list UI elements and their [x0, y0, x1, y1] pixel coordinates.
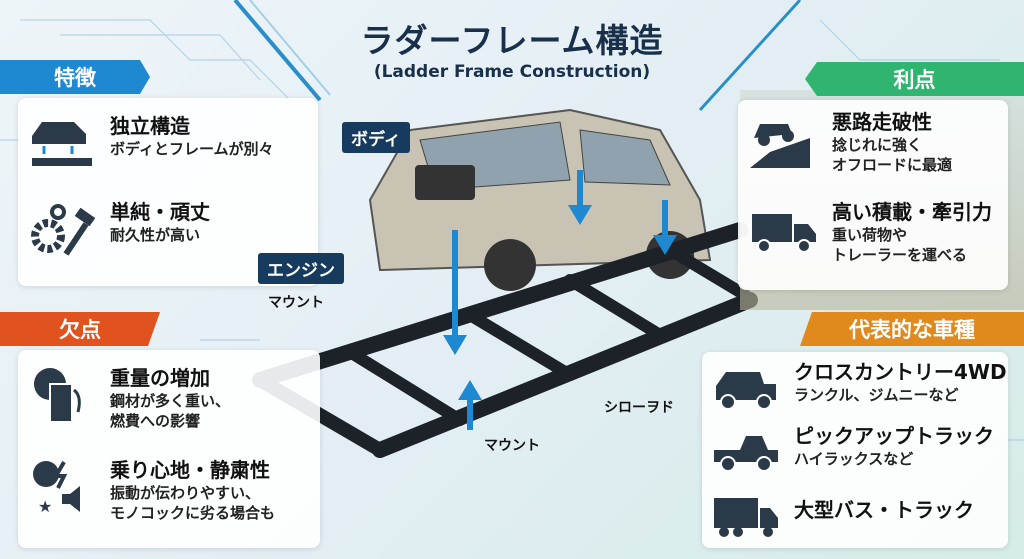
label-mount-front: マウント: [268, 295, 324, 311]
drawback-item: 重量の増加鋼材が多く重い、燃費への影響: [28, 366, 230, 431]
vehicle-item: クロスカントリー4WD ランクル、ジムニーなど: [712, 360, 1007, 418]
item-desc: 耐久性が高い: [110, 226, 201, 244]
advantage-item: 悪路走破性捻じれに強くオフロードに最適: [750, 110, 952, 175]
label-side-rail: シローヲド: [604, 400, 674, 416]
vehicle-item: ピックアップトラックハイラックスなど: [712, 424, 994, 482]
item-desc: モノコックに劣る場合も: [110, 504, 276, 522]
item-title: ピックアップトラック: [794, 424, 994, 448]
feature-item: 単純・頑丈耐久性が高い: [28, 200, 210, 258]
item-title: 大型バス・トラック: [794, 498, 974, 522]
gear-hammer-icon: [31, 204, 96, 256]
suv-body: [368, 108, 712, 291]
label-engine: エンジン: [258, 253, 344, 284]
item-title: 重量の増加: [110, 366, 210, 390]
item-desc: ハイラックスなど: [794, 450, 914, 468]
drawbacks-panel: 重量の増加鋼材が多く重い、燃費への影響 ★ 乗り心地・静粛性振動が伝わりやすい、…: [18, 350, 320, 548]
item-desc: オフロードに最適: [832, 156, 953, 174]
item-desc: 振動が伝わりやすい、: [110, 484, 261, 502]
vehicles-banner: 代表的な車種: [800, 312, 1024, 346]
suv-icon: [716, 372, 776, 410]
item-title: 乗り心地・静粛性: [110, 458, 270, 482]
features-panel: 独立構造ボディとフレームが別々 単純・頑丈耐久性が高い: [18, 98, 318, 286]
svg-text:★: ★: [38, 497, 52, 516]
item-title: 独立構造: [110, 114, 190, 138]
item-desc: 鋼材が多く重い、: [110, 392, 231, 410]
fuel-gauge-icon: [34, 368, 81, 423]
page-subtitle: (Ladder Frame Construction): [373, 62, 651, 82]
item-desc: 重い荷物や: [832, 226, 908, 244]
noise-vibration-icon: ★: [33, 461, 80, 516]
item-desc: 燃費への影響: [110, 412, 201, 430]
large-truck-icon: [714, 498, 778, 537]
mount-arrows: [443, 170, 677, 430]
item-title: クロスカントリー4WD: [794, 360, 1007, 384]
car-body-on-frame-icon: [32, 122, 92, 166]
item-desc: ボディとフレームが別々: [110, 140, 274, 158]
item-title: 高い積載・牽引力: [832, 200, 992, 224]
item-desc: 捻じれに強く: [832, 136, 923, 154]
page-title: ラダーフレーム構造: [360, 21, 664, 60]
drawback-item: ★ 乗り心地・静粛性振動が伝わりやすい、モノコックに劣る場合も: [28, 458, 275, 523]
pickup-icon: [714, 436, 778, 472]
advantages-banner: 利点: [805, 62, 1024, 96]
features-banner: 特徴: [0, 60, 150, 94]
advantage-item: 高い積載・牽引力重い荷物やトレーラーを運べる: [750, 200, 992, 265]
truck-icon: [752, 214, 816, 253]
offroad-car-icon: [750, 124, 810, 168]
ladder-frame-illustration: [252, 108, 758, 458]
ladder-frame: [252, 222, 758, 458]
item-title: 単純・頑丈: [110, 200, 210, 224]
item-desc: トレーラーを運べる: [832, 246, 968, 264]
label-mount-rear: マウント: [484, 438, 540, 454]
drawbacks-banner: 欠点: [0, 312, 160, 346]
item-title: 悪路走破性: [832, 110, 932, 134]
advantages-panel: 悪路走破性捻じれに強くオフロードに最適 高い積載・牽引力重い荷物やトレーラーを運…: [738, 100, 1008, 290]
vehicle-item: 大型バス・トラック: [712, 490, 974, 548]
label-body: ボディ: [342, 122, 410, 153]
feature-item: 独立構造ボディとフレームが別々: [28, 114, 274, 172]
item-desc: ランクル、ジムニーなど: [794, 386, 959, 404]
vehicles-panel: クロスカントリー4WD ランクル、ジムニーなど ピックアップトラックハイラックスな…: [702, 352, 1008, 548]
